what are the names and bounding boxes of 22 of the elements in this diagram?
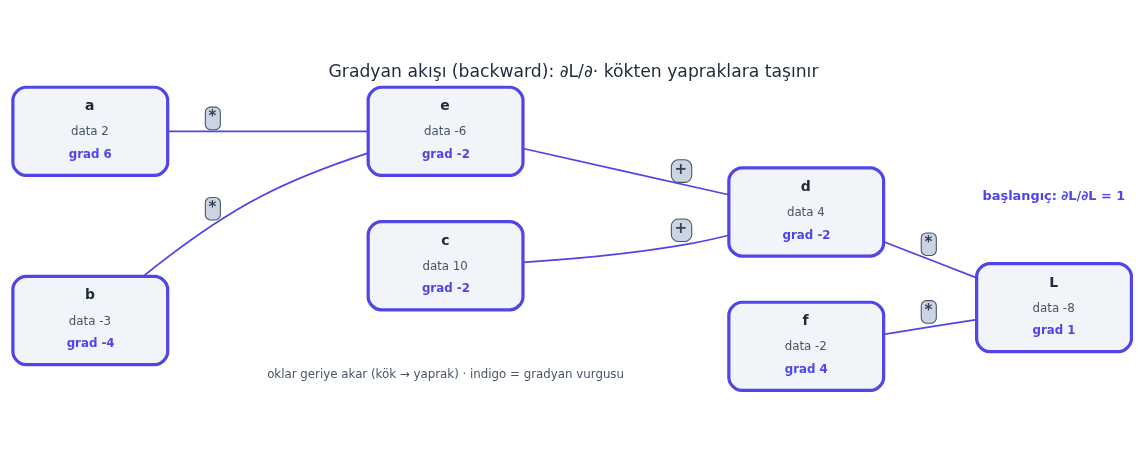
node-box: L data -8 grad 1 [975,261,1134,353]
edge-label: * [208,197,217,216]
diagram-title: Gradyan akışı (backward): ∂L/∂· kökten yapraklara taşınır [328,60,819,81]
edge-label: * [924,300,933,319]
node-box: c data 10 grad -2 [366,219,525,311]
connector [882,240,978,279]
node-box: e data -6 grad -2 [366,85,525,177]
connector [522,147,730,196]
edge-label: * [924,232,933,251]
edge-label: * [208,106,217,125]
node-box: a data 2 grad 6 [11,85,170,177]
edge-label: + [674,159,688,178]
node-box: b data -3 grad -4 [11,274,170,366]
connector [882,318,978,335]
node-box: f data -2 grad 4 [727,300,886,392]
connector [167,129,369,132]
label: başlangıç: ∂L/∂L = 1 [982,187,1126,203]
caption: oklar geriye akar (kök → yaprak) · indigo = gradyan vurgusu [267,366,625,381]
connector [142,151,369,277]
edge-label: + [674,218,688,237]
node-box: d data 4 grad -2 [727,165,886,258]
connector [522,233,730,263]
